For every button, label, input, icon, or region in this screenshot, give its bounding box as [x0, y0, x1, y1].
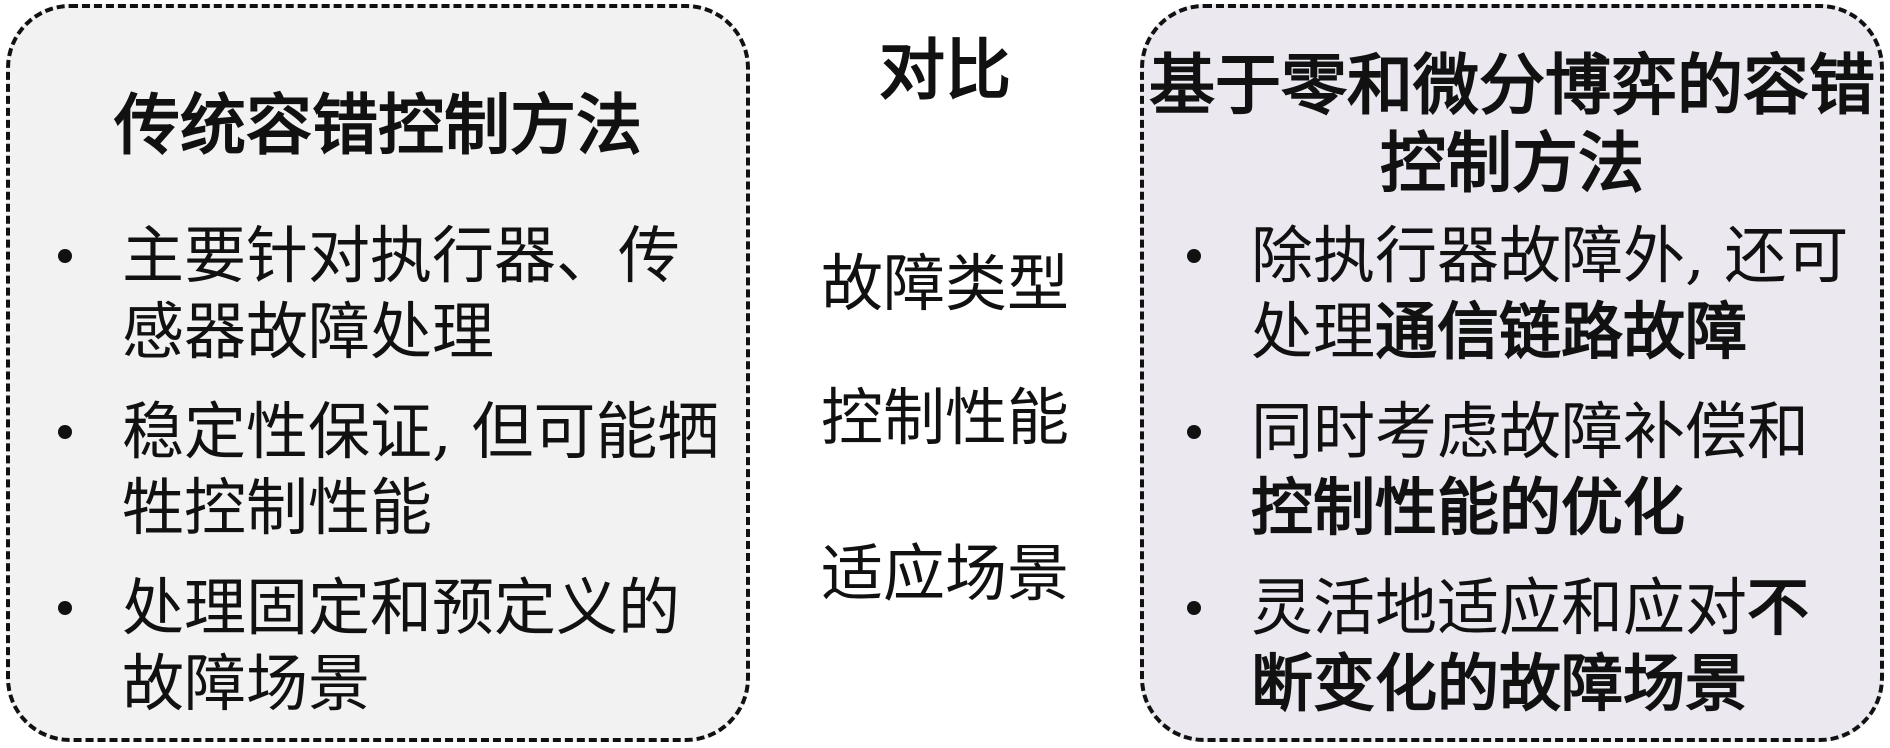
traditional-method-panel: 传统容错控制方法 主要针对执行器、传感器故障处理 稳定性保证, 但可能牺牲控制性…	[6, 4, 750, 742]
game-item-emphasis: 不断变化的故障场景	[1251, 571, 1810, 720]
game-item-text: 灵活地适应和应对	[1251, 571, 1748, 644]
game-item-text: 同时考虑故障补偿和	[1251, 395, 1810, 468]
game-theory-method-title: 基于零和微分博弈的容错控制方法	[1149, 46, 1875, 202]
traditional-item-text: 处理固定和预定义的故障场景	[122, 571, 681, 720]
game-item-fault-type: 除执行器故障外, 还可处理通信链路故障	[1179, 218, 1869, 370]
criterion-control-performance: 控制性能	[820, 381, 1069, 454]
bullet-dot-icon	[58, 249, 72, 263]
criterion-adaptation-scenario: 适应场景	[820, 537, 1069, 610]
traditional-item-text: 主要针对执行器、传感器故障处理	[122, 219, 681, 368]
game-theory-method-panel: 基于零和微分博弈的容错控制方法 除执行器故障外, 还可处理通信链路故障 同时考虑…	[1140, 4, 1884, 742]
bullet-dot-icon	[1187, 601, 1201, 615]
bullet-dot-icon	[1187, 425, 1201, 439]
traditional-item-performance: 稳定性保证, 但可能牺牲控制性能	[50, 394, 740, 546]
comparison-title: 对比	[879, 31, 1011, 109]
game-item-performance: 同时考虑故障补偿和控制性能的优化	[1179, 394, 1869, 546]
game-item-text: 除执行器故障外, 还可处理	[1251, 219, 1849, 368]
game-item-scenario: 灵活地适应和应对不断变化的故障场景	[1179, 570, 1869, 722]
traditional-item-scenario: 处理固定和预定义的故障场景	[50, 570, 740, 722]
traditional-method-list: 主要针对执行器、传感器故障处理 稳定性保证, 但可能牺牲控制性能 处理固定和预定…	[50, 218, 740, 746]
game-theory-method-list: 除执行器故障外, 还可处理通信链路故障 同时考虑故障补偿和控制性能的优化 灵活地…	[1179, 218, 1869, 746]
bullet-dot-icon	[58, 425, 72, 439]
traditional-method-title: 传统容错控制方法	[114, 86, 642, 164]
game-item-emphasis: 控制性能的优化	[1251, 471, 1686, 544]
game-item-emphasis: 通信链路故障	[1375, 295, 1748, 368]
traditional-item-text: 稳定性保证, 但可能牺牲控制性能	[122, 395, 720, 544]
bullet-dot-icon	[1187, 249, 1201, 263]
criterion-fault-type: 故障类型	[820, 247, 1069, 320]
traditional-item-fault-type: 主要针对执行器、传感器故障处理	[50, 218, 740, 370]
bullet-dot-icon	[58, 601, 72, 615]
